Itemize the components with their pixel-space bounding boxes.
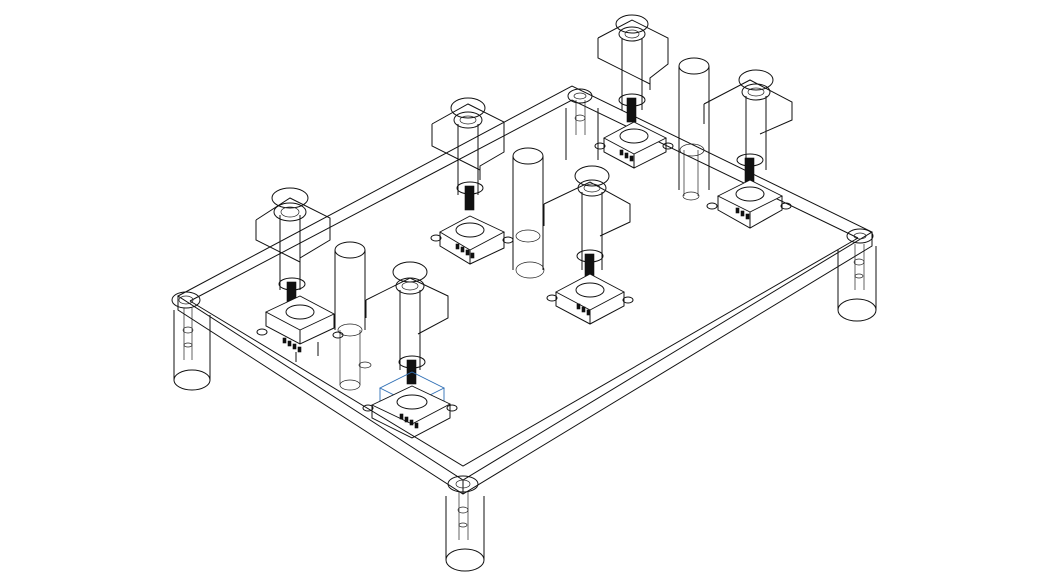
- fixture-assembly-1[interactable]: [255, 187, 458, 439]
- corner-leg-front[interactable]: [445, 475, 485, 572]
- corner-leg-back[interactable]: [565, 88, 599, 160]
- corner-leg-left[interactable]: [171, 291, 211, 391]
- corner-leg-right[interactable]: [837, 228, 877, 322]
- base-plate[interactable]: [177, 85, 874, 495]
- fixture-assembly-2[interactable]: [430, 97, 634, 325]
- fixture-assembly-3[interactable]: [594, 14, 793, 229]
